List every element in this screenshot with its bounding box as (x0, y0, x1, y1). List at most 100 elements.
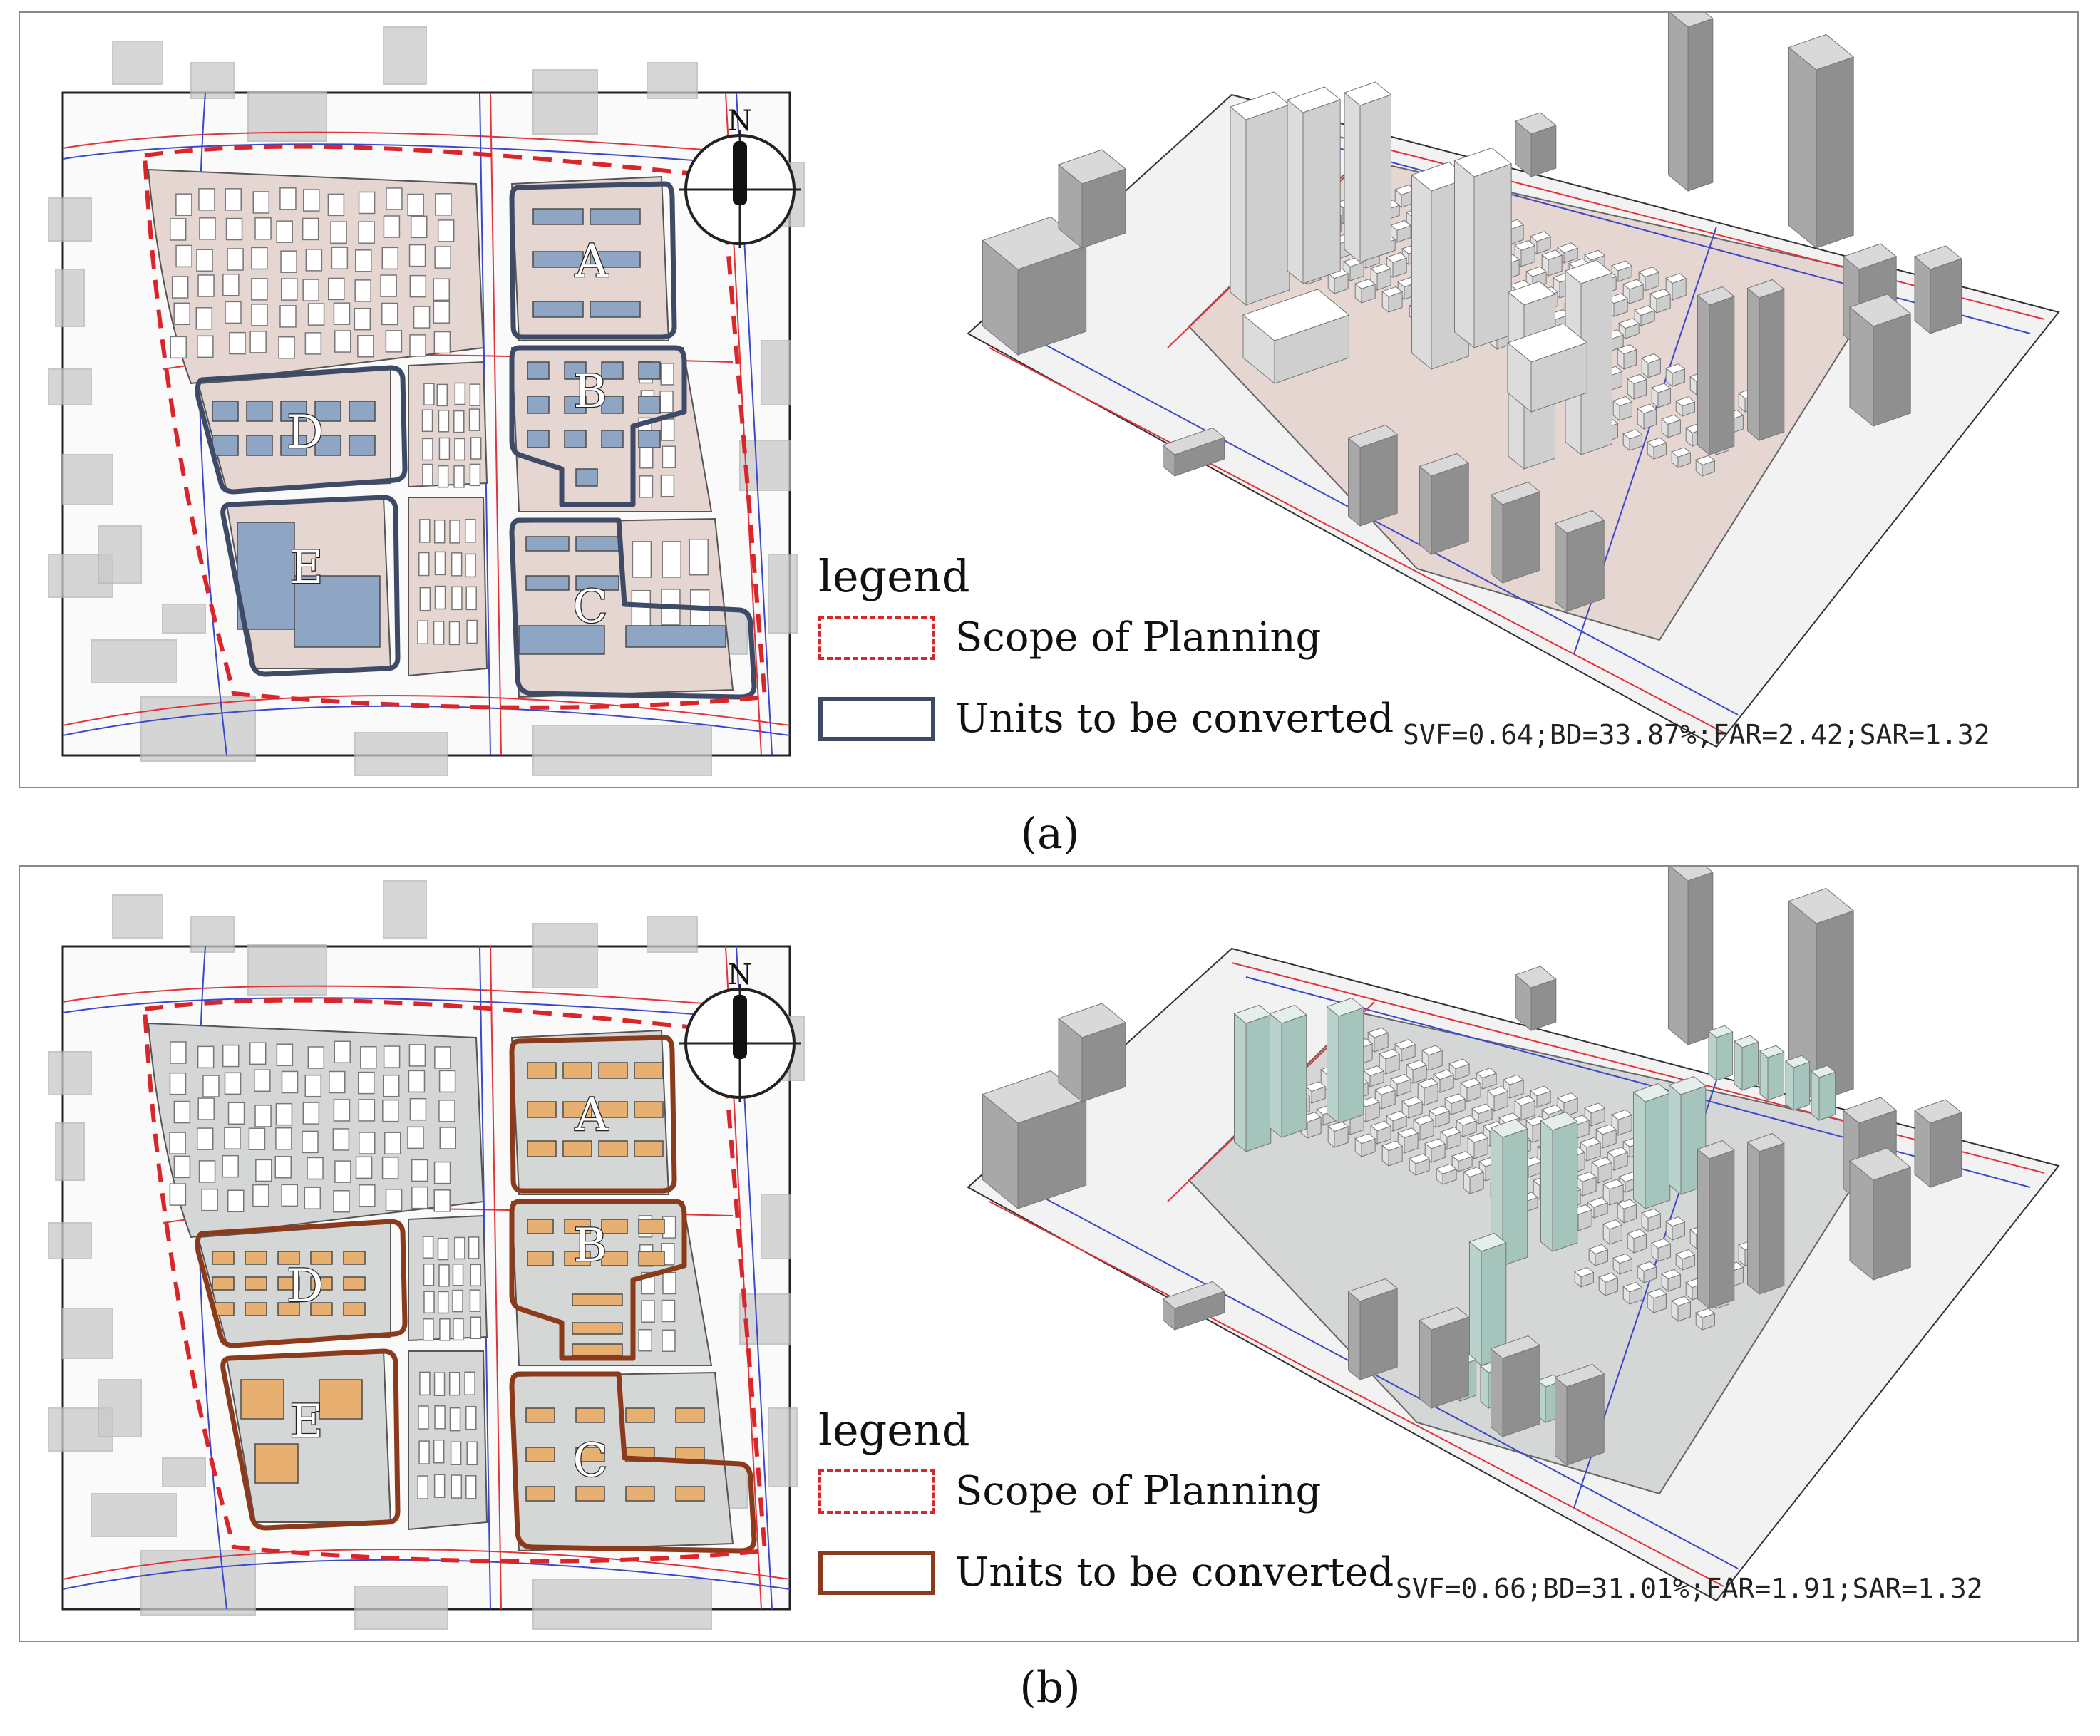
prism-face (1507, 281, 1556, 306)
unit-building (638, 1251, 665, 1266)
context-building (48, 1051, 92, 1095)
prism-face (1473, 163, 1512, 348)
prism-face (1557, 242, 1579, 254)
existing-building (222, 1154, 239, 1178)
context-building (48, 1222, 92, 1259)
prism-face (1490, 1118, 1528, 1138)
low-rise-building (1436, 1163, 1458, 1186)
existing-building (201, 1188, 218, 1211)
unit-building (527, 430, 550, 448)
prism-face (1671, 1296, 1692, 1307)
existing-building (302, 1130, 319, 1154)
prism-face (1873, 1167, 1911, 1281)
unit-building (601, 430, 624, 448)
prism-face (1641, 353, 1662, 364)
context-building (48, 197, 92, 242)
existing-building (222, 273, 240, 296)
low-rise-building (1386, 1110, 1408, 1132)
existing-building (222, 1044, 240, 1068)
existing-building (279, 187, 297, 210)
prism-face (1469, 1241, 1482, 1367)
model-road-line (989, 1201, 1724, 1587)
low-rise-building (1651, 383, 1672, 409)
unit-building (310, 1302, 333, 1316)
prism-face (1541, 249, 1563, 261)
context-building (55, 269, 85, 327)
unit-building (527, 1251, 554, 1266)
scope-of-planning-outline (142, 144, 768, 710)
low-rise-building (1661, 414, 1682, 439)
prism-face (1381, 286, 1404, 297)
unit-building (601, 1251, 628, 1266)
low-rise-building (1379, 1048, 1401, 1075)
prism-face (1374, 1084, 1396, 1095)
unit-building (598, 1062, 628, 1079)
existing-building (433, 301, 451, 324)
existing-building (382, 1099, 399, 1122)
unit-tower (1242, 289, 1350, 385)
prism-face (1057, 149, 1126, 185)
model-road-line (989, 347, 1724, 733)
prism-face (1463, 1167, 1485, 1178)
low-rise-building (1612, 396, 1633, 422)
prism-face (1584, 1102, 1606, 1114)
unit-label-a: A (575, 235, 609, 288)
existing-building (197, 1045, 215, 1069)
existing-building (433, 520, 446, 544)
unit-building (532, 251, 584, 268)
existing-building (197, 274, 215, 297)
legend-title: legend (818, 1404, 970, 1456)
context-building (532, 923, 598, 988)
prism-face (1467, 1132, 1489, 1143)
low-rise-building (1665, 363, 1686, 388)
unit-tower (1784, 1055, 1811, 1112)
context-building (383, 26, 427, 85)
prism-face (1848, 1147, 1912, 1181)
existing-building (173, 302, 190, 326)
context-tower (1788, 33, 1855, 249)
foreground-tower (1746, 279, 1785, 442)
prism-face (1431, 463, 1469, 555)
unit-building (349, 435, 376, 456)
existing-building (465, 1475, 477, 1499)
context-building (55, 1122, 85, 1181)
existing-building (307, 303, 325, 326)
existing-building (169, 1072, 187, 1095)
axonometric-model (967, 867, 2060, 1602)
unit-building (601, 396, 624, 414)
legend-title: legend (818, 550, 970, 602)
low-rise-building (1327, 268, 1349, 295)
low-rise-building (1588, 1244, 1609, 1267)
unit-building (634, 1062, 664, 1079)
prism-face (1785, 1060, 1794, 1112)
prism-face (1647, 1288, 1667, 1299)
existing-building (173, 1155, 191, 1179)
low-rise-building (1637, 403, 1657, 430)
foreground-towers (1162, 279, 1785, 613)
prism-face (1417, 1078, 1439, 1089)
existing-building (639, 475, 654, 498)
prism-face (1580, 1137, 1602, 1148)
unit-building (575, 468, 598, 487)
existing-building (454, 438, 465, 461)
prism-face (1354, 1133, 1376, 1145)
context-building (162, 1457, 206, 1487)
existing-building (357, 1071, 375, 1095)
prism-face (1471, 1103, 1493, 1115)
prism-face (1913, 245, 1962, 270)
unit-building (564, 1219, 591, 1234)
context-building (354, 732, 448, 776)
existing-building (433, 1439, 445, 1464)
prism-face (1354, 279, 1376, 289)
prism-face (1595, 1124, 1617, 1135)
context-building (190, 62, 235, 99)
prism-face (1448, 1058, 1471, 1070)
road-line (490, 946, 502, 1610)
prism-face (1431, 1316, 1469, 1409)
prism-face (1709, 296, 1735, 455)
prism-face (1716, 1031, 1734, 1081)
prism-face (1162, 427, 1225, 455)
existing-building (437, 219, 455, 242)
existing-building (423, 1263, 435, 1286)
low-rise-building (1487, 1085, 1509, 1112)
